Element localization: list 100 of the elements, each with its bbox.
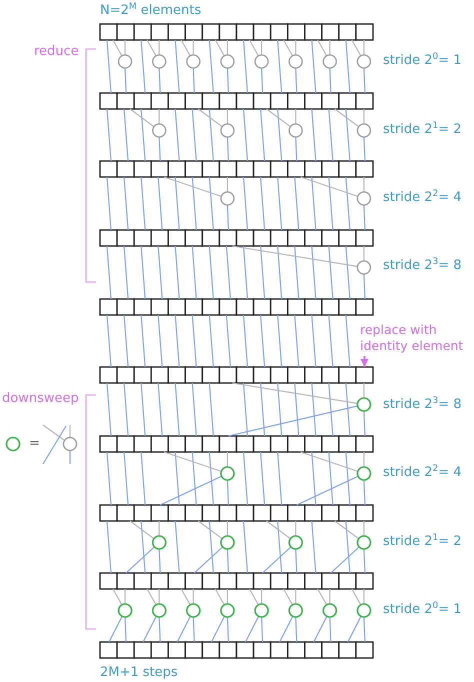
- array-cell: [184, 92, 204, 110]
- connector-line: [330, 546, 360, 574]
- array-cell: [133, 23, 152, 41]
- connector-line: [226, 204, 229, 230]
- connector-line: [351, 40, 362, 56]
- array-cell: [252, 92, 272, 110]
- array-cell: [218, 229, 238, 247]
- operator-circle: [254, 54, 269, 69]
- array-cell: [150, 366, 169, 384]
- connector-line: [300, 451, 358, 472]
- connector-line: [363, 589, 364, 604]
- array-cell: [150, 298, 169, 316]
- array-cell: [355, 23, 374, 41]
- array-cell: [168, 641, 186, 659]
- connector-line: [124, 40, 126, 55]
- array-cell: [168, 366, 186, 384]
- array-cell: [338, 23, 357, 41]
- connector-line: [124, 68, 127, 94]
- array-cell: [304, 92, 323, 110]
- array-cell: [99, 298, 118, 316]
- connector-line: [174, 108, 180, 162]
- connector-line: [363, 521, 364, 536]
- array-cell: [133, 572, 152, 590]
- connector-line: [311, 246, 316, 300]
- connector-line: [140, 176, 146, 230]
- connector-line: [124, 382, 129, 436]
- array-cell: [338, 366, 357, 384]
- array-cell: [184, 229, 204, 247]
- array-cell: [304, 504, 323, 522]
- connector-line: [363, 548, 366, 574]
- connector-line: [180, 40, 191, 56]
- connector-line: [226, 314, 231, 368]
- array-cell: [168, 23, 186, 41]
- connector-line: [208, 520, 214, 574]
- phase-label: reduce: [34, 44, 79, 60]
- connector-line: [140, 40, 146, 94]
- connector-line: [345, 246, 350, 300]
- connector-line: [192, 382, 197, 436]
- array-cell: [304, 160, 323, 178]
- array-cell: [133, 160, 152, 178]
- connector-line: [245, 616, 260, 642]
- connector-line: [329, 40, 330, 55]
- array-cell: [304, 366, 323, 384]
- array-cell: [202, 504, 220, 522]
- array-cell: [133, 298, 152, 316]
- operator-circle: [356, 260, 372, 275]
- connector-line: [208, 382, 214, 436]
- array-cell: [133, 641, 152, 659]
- array-cell: [133, 435, 152, 453]
- connector-line: [294, 246, 300, 300]
- connector-line: [266, 520, 291, 540]
- connector-line: [261, 40, 262, 55]
- connector-line: [345, 382, 350, 436]
- connector-line: [226, 589, 228, 604]
- array-cell: [99, 435, 118, 453]
- connector-line: [261, 68, 264, 94]
- array-cell: [304, 298, 323, 316]
- connector-line: [283, 588, 293, 606]
- connector-line: [232, 382, 358, 404]
- connector-line: [192, 314, 197, 368]
- array-cell: [287, 229, 306, 247]
- array-cell: [133, 504, 152, 522]
- array-cell: [202, 160, 220, 178]
- connector-line: [124, 314, 129, 368]
- connector-line: [158, 109, 160, 124]
- array-cell: [218, 504, 238, 522]
- array-cell: [338, 641, 357, 659]
- array-cell: [304, 641, 323, 659]
- stride-label: stride 2$^{0}$= 1: [383, 602, 462, 618]
- array-cell: [355, 366, 374, 384]
- array-cell: [355, 572, 374, 590]
- array-cell: [252, 229, 272, 247]
- stride-label: stride 2$^{3}$= 8: [383, 258, 462, 274]
- connector-line: [126, 546, 155, 574]
- operator-circle: [356, 535, 372, 550]
- connector-line: [283, 40, 293, 56]
- connector-line: [242, 176, 248, 230]
- connector-line: [242, 382, 248, 436]
- connector-line: [328, 108, 334, 162]
- connector-line: [158, 382, 163, 436]
- connector-line: [295, 68, 298, 94]
- operator-circle: [356, 603, 372, 618]
- array-cell: [321, 92, 340, 110]
- array-cell: [184, 23, 204, 41]
- connector-line: [294, 176, 300, 230]
- connector-line: [226, 177, 228, 192]
- array-cell: [202, 298, 220, 316]
- array-cell: [236, 160, 254, 178]
- connector-line: [334, 108, 360, 128]
- connector-line: [124, 616, 127, 642]
- connector-line: [363, 109, 364, 124]
- connector-line: [311, 382, 316, 436]
- array-cell: [150, 160, 169, 178]
- array-cell: [287, 641, 306, 659]
- connector-line: [277, 520, 282, 574]
- array-cell: [133, 229, 152, 247]
- array-cell: [338, 298, 357, 316]
- array-cell: [184, 298, 204, 316]
- connector-line: [226, 68, 229, 94]
- array-cell: [116, 366, 135, 384]
